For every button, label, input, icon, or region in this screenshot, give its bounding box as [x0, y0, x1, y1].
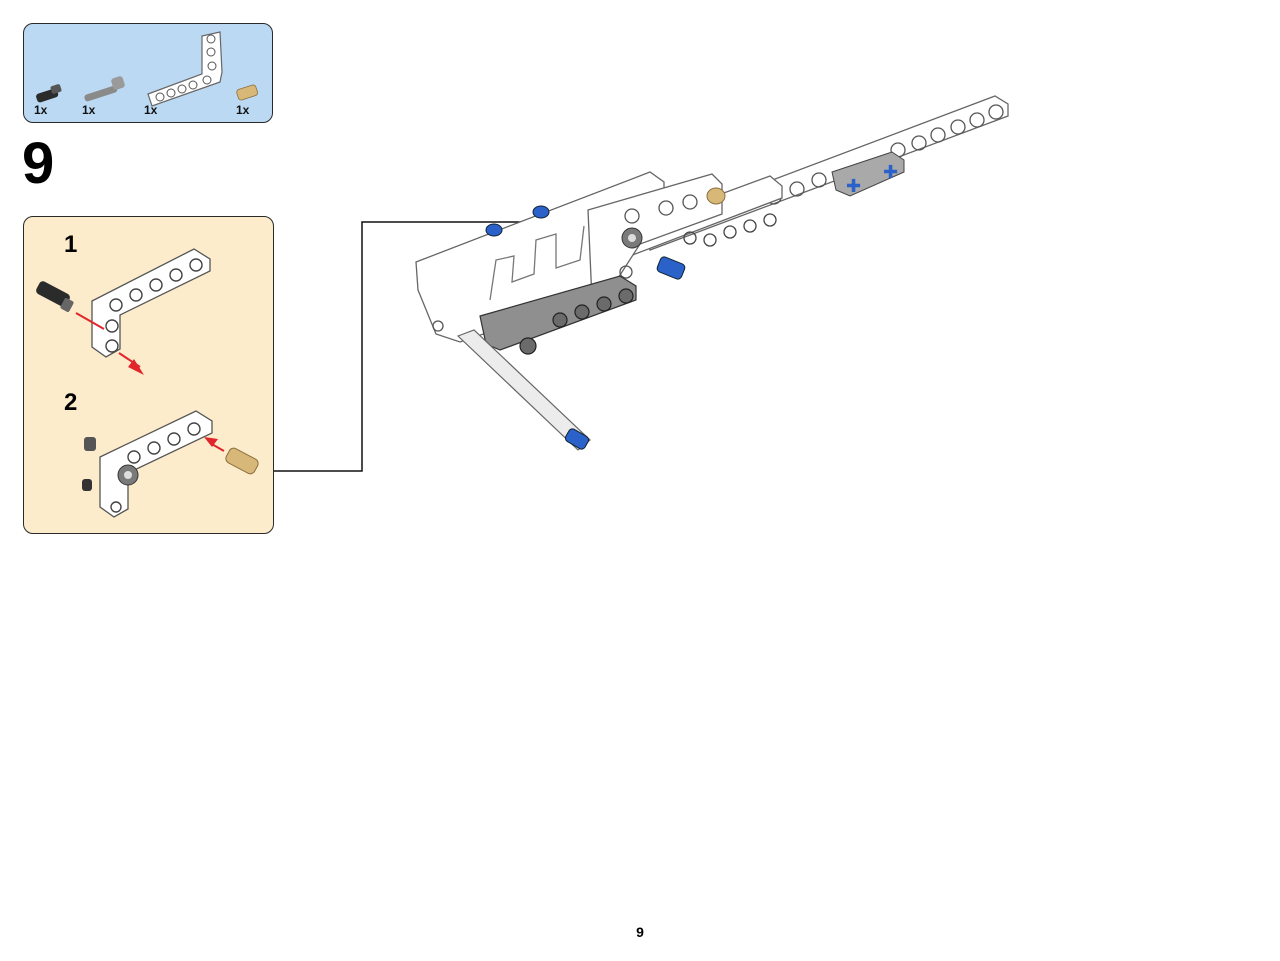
tan-axle-pin-icon	[706, 187, 726, 205]
step-number: 9	[22, 131, 55, 196]
part-quantity: 1x	[34, 103, 48, 117]
long-white-beam	[639, 95, 1009, 251]
insert-arrow-icon	[128, 359, 144, 375]
insert-arrow-icon	[204, 437, 218, 447]
white-beam	[617, 175, 783, 257]
tan-axle-pin-icon	[236, 84, 258, 101]
part-quantity: 1x	[236, 103, 250, 117]
white-l-beam-icon	[91, 248, 211, 358]
grey-beam	[479, 275, 637, 355]
svg-text:✚: ✚	[846, 176, 861, 197]
substep-number: 1	[64, 231, 78, 258]
grey-axle-pin-icon	[82, 437, 139, 491]
black-pin-with-bushing-icon	[36, 281, 74, 312]
grey-axle-pin-icon	[621, 227, 643, 249]
callout-connector-line	[274, 221, 575, 472]
part-quantity: 1x	[82, 103, 96, 117]
tan-axle-pin-icon	[225, 447, 259, 475]
parts-list-box: 1x 1x 1x 1x	[23, 23, 273, 123]
subassembly-box: 1 2	[23, 216, 274, 534]
white-l-beam-icon	[99, 410, 213, 518]
insert-arrow-line	[75, 312, 105, 330]
long-axle	[456, 329, 591, 451]
grey-connector-with-axles: ✚ ✚	[831, 151, 905, 197]
subassembly-illustration	[36, 248, 259, 518]
page-number: 9	[636, 924, 644, 940]
parts-list-icons	[36, 31, 258, 107]
grey-axle-pin-icon	[84, 76, 125, 102]
substep-number: 2	[64, 389, 78, 416]
white-l-beam-icon	[147, 31, 223, 107]
black-pin-with-bushing-icon	[36, 84, 62, 103]
svg-text:✚: ✚	[883, 162, 898, 183]
white-frame	[415, 171, 723, 343]
blue-pin-icon	[485, 205, 686, 450]
callout-arrow-icon	[572, 215, 592, 229]
part-quantity: 1x	[144, 103, 158, 117]
